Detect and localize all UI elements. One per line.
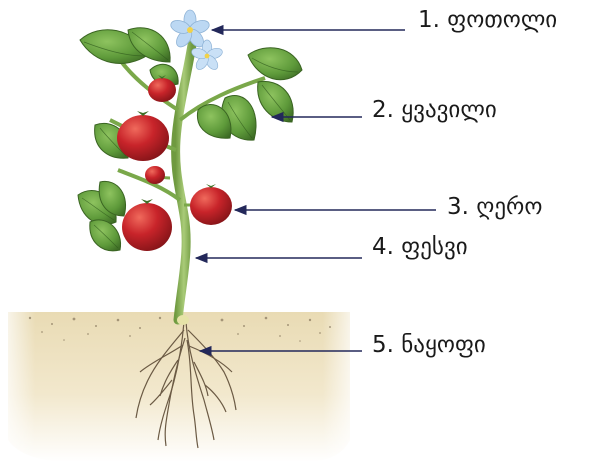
flowers [169, 10, 224, 72]
label-number: 2. [372, 97, 394, 123]
label-number: 5. [372, 332, 394, 358]
label-3: 3. ღერო [447, 196, 542, 219]
label-1: 1. ფოთოლი [418, 9, 557, 32]
label-text: ფესვი [401, 234, 467, 260]
label-text: ღერო [476, 194, 542, 220]
pointer-arrows [196, 30, 436, 351]
soil [8, 312, 350, 462]
label-text: ნაყოფი [401, 332, 486, 358]
tomato [122, 203, 172, 251]
tomato [148, 78, 176, 102]
tomato [190, 187, 232, 225]
label-number: 3. [447, 194, 469, 220]
label-4: 4. ფესვი [372, 236, 468, 259]
tomato [145, 166, 165, 184]
label-text: ყვავილი [401, 97, 496, 123]
label-number: 4. [372, 234, 394, 260]
label-number: 1. [418, 7, 440, 33]
label-text: ფოთოლი [447, 7, 557, 33]
label-5: 5. ნაყოფი [372, 334, 486, 357]
label-2: 2. ყვავილი [372, 99, 497, 122]
tomato [117, 115, 169, 161]
stem [110, 45, 265, 325]
